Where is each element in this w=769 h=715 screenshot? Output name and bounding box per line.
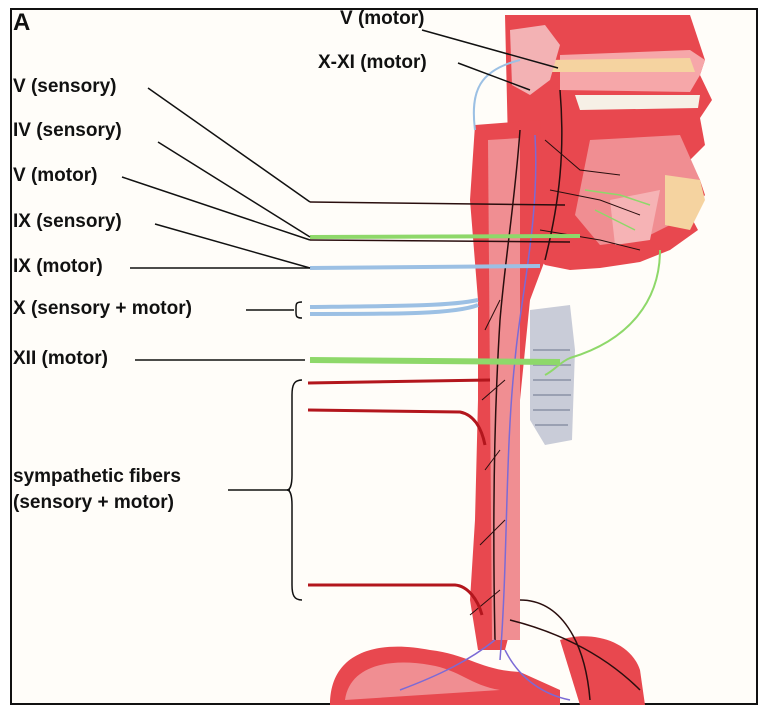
iv-sensory-fiber (310, 236, 580, 237)
sympathetic-fiber-2 (308, 410, 485, 445)
sympathetic-fiber-3 (308, 585, 482, 615)
label-v-motor-top: V (motor) (340, 8, 424, 30)
trachea-illustration (530, 305, 575, 445)
label-ix-sensory: IX (sensory) (13, 211, 122, 233)
x-bracket (296, 302, 302, 318)
label-v-sensory: V (sensory) (13, 76, 116, 98)
label-x-sensory-motor: X (sensory + motor) (13, 298, 192, 320)
ix-motor-fiber (310, 266, 540, 268)
label-sympathetic-line1: sympathetic fibers (13, 466, 181, 488)
label-xii-motor: XII (motor) (13, 348, 108, 370)
x-fiber-blue (310, 300, 478, 307)
brackets (287, 302, 302, 600)
label-iv-sensory: IV (sensory) (13, 120, 122, 142)
panel-letter: A (13, 10, 30, 36)
xii-motor-fiber (310, 360, 560, 362)
label-x-xi-motor: X-XI (motor) (318, 52, 427, 74)
label-v-motor: V (motor) (13, 165, 97, 187)
label-sympathetic-line2: (sensory + motor) (13, 492, 174, 514)
sympathetic-fiber-1 (308, 380, 490, 383)
label-ix-motor: IX (motor) (13, 256, 103, 278)
